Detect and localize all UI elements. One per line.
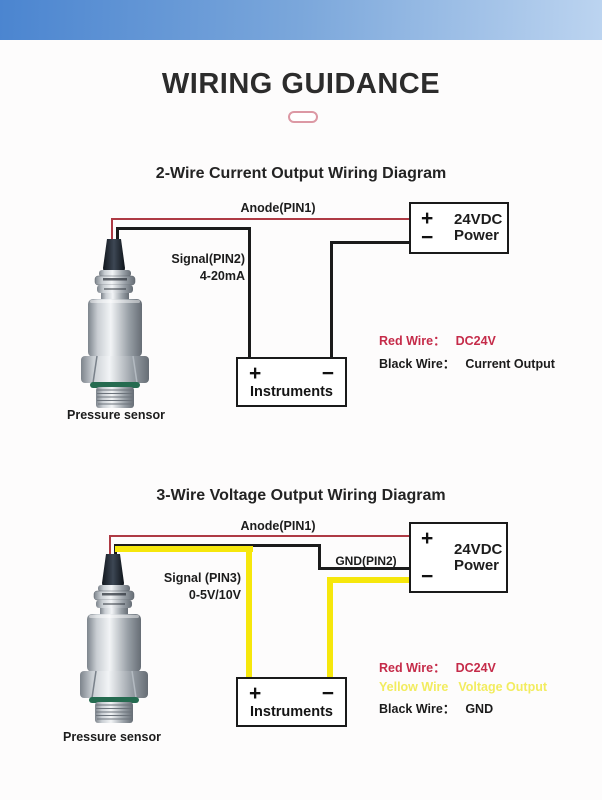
d2-legend-yellow-value: Voltage Output	[458, 680, 548, 694]
d1-legend-black-value: Current Output	[465, 357, 555, 371]
d1-instruments-box-label: Instruments	[250, 384, 333, 400]
d2-signal-label: Signal (PIN3) 0-5V/10V	[136, 570, 241, 604]
d2-signal-wire-horizontal	[115, 546, 253, 552]
d2-anode-label: Anode(PIN1)	[240, 519, 316, 533]
top-banner	[0, 0, 602, 40]
d1-signal-label-line2: 4-20mA	[199, 269, 245, 283]
d2-signal-wire-drop	[246, 546, 252, 678]
d2-legend-red-wire: Red Wire： DC24V	[379, 657, 496, 676]
d1-anode-wire-horizontal	[111, 218, 411, 220]
d1-power-box: + − 24VDC Power	[409, 202, 509, 254]
d2-legend-red-label: Red Wire：	[379, 661, 446, 675]
diagram1-title: 2-Wire Current Output Wiring Diagram	[155, 165, 447, 182]
d2-instruments-plus-terminal: +	[249, 682, 262, 705]
d2-signal-label-line2: 0-5V/10V	[188, 588, 241, 602]
d2-legend-black-label: Black Wire：	[379, 702, 456, 716]
d1-signal-label: Signal(PIN2) 4-20mA	[140, 251, 245, 285]
d2-power-minus-wire-horizontal	[330, 577, 411, 583]
d1-instruments-plus-terminal: +	[249, 362, 262, 385]
d2-power-plus-terminal: +	[421, 527, 434, 550]
d1-legend-red-wire: Red Wire： DC24V	[379, 330, 496, 349]
d1-legend-black-label: Black Wire：	[379, 357, 456, 371]
d2-power-label-line1: 24VDC	[454, 540, 503, 558]
d2-sensor-caption: Pressure sensor	[63, 730, 161, 744]
d2-instruments-box-label: Instruments	[250, 704, 333, 720]
d2-signal-label-line1: Signal (PIN3)	[163, 571, 241, 585]
d1-signal-wire-drop	[248, 227, 251, 358]
d2-legend-yellow-wire: Yellow Wire Voltage Output	[379, 680, 547, 694]
d1-power-label-line2: Power	[454, 227, 500, 244]
d1-signal-wire-stub	[116, 227, 119, 243]
d2-anode-wire-vertical	[109, 535, 111, 558]
d2-power-box: + − 24VDC Power	[409, 522, 508, 593]
d2-instruments-minus-terminal: −	[321, 682, 334, 705]
d1-signal-label-line1: Signal(PIN2)	[171, 252, 245, 266]
d1-legend-black-wire: Black Wire： Current Output	[379, 353, 555, 372]
d1-power-label-line1: 24VDC	[454, 211, 503, 228]
d2-legend-black-wire: Black Wire： GND	[379, 698, 493, 717]
d2-legend-red-value: DC24V	[455, 661, 496, 675]
d1-sensor-caption: Pressure sensor	[67, 408, 165, 422]
d1-anode-wire-vertical	[111, 218, 113, 247]
d1-instruments-minus-terminal: −	[321, 362, 334, 385]
d2-power-minus-terminal: −	[421, 565, 434, 588]
d2-power-label-line2: Power	[454, 556, 500, 574]
d1-instruments-box: + − Instruments	[236, 357, 347, 407]
d2-legend-yellow-label: Yellow Wire	[379, 680, 449, 694]
d2-anode-wire-horizontal	[109, 535, 411, 537]
d1-power-box-label: 24VDC Power	[454, 212, 502, 244]
d2-power-minus-wire-drop	[327, 577, 333, 678]
d2-power-box-label: 24VDC Power	[454, 540, 503, 574]
d2-gnd-wire-step	[318, 544, 321, 570]
d1-return-wire-horizontal	[330, 241, 411, 244]
d1-legend-red-label: Red Wire：	[379, 334, 446, 348]
d2-gnd-wire-horizontal1	[114, 544, 320, 547]
d2-gnd-label: GND(PIN2)	[335, 554, 397, 568]
d2-legend-black-value: GND	[465, 702, 494, 716]
pressure-sensor-image	[80, 554, 148, 723]
title-divider-pill	[288, 111, 318, 123]
d1-anode-label: Anode(PIN1)	[240, 201, 316, 215]
d1-return-wire-rise	[330, 241, 333, 358]
d2-gnd-wire-horizontal2	[318, 567, 411, 570]
diagram2-title: 3-Wire Voltage Output Wiring Diagram	[156, 487, 446, 504]
d1-signal-wire-horizontal	[116, 227, 251, 230]
d1-power-minus-terminal: −	[421, 226, 434, 249]
page-title: WIRING GUIDANCE	[161, 68, 441, 100]
d2-instruments-box: + − Instruments	[236, 677, 347, 727]
d1-power-plus-terminal: +	[421, 207, 434, 230]
d1-legend-red-value: DC24V	[455, 334, 496, 348]
pressure-sensor-image	[81, 239, 149, 408]
